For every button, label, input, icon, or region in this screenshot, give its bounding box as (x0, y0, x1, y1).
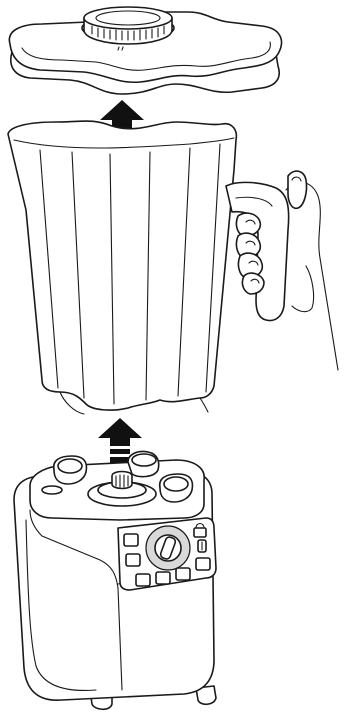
blender-base (14, 451, 216, 709)
hand-icon (236, 168, 348, 718)
blender-lid (9, 7, 281, 94)
